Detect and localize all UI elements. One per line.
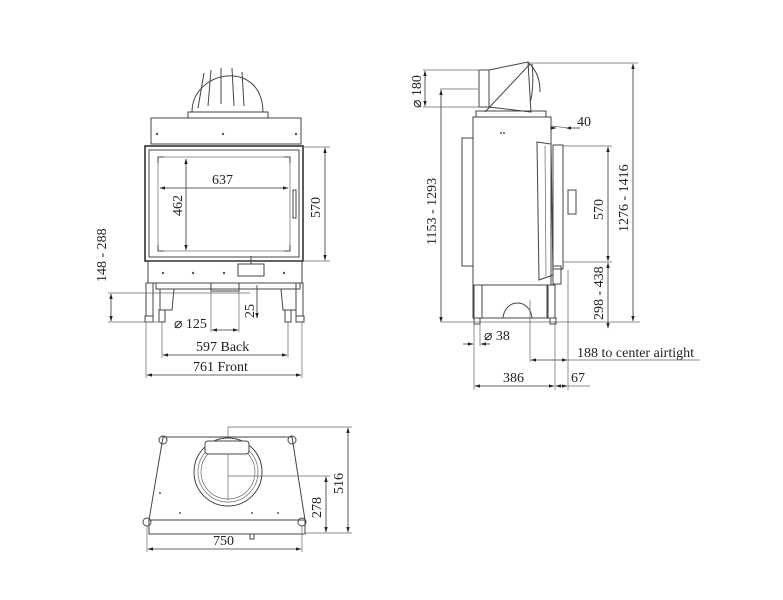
dim-40: 40	[577, 115, 591, 130]
dim-air-38: ⌀ 38	[484, 329, 510, 344]
front-view	[144, 67, 305, 323]
dim-462: 462	[171, 195, 186, 216]
dim-278: 278	[310, 497, 325, 518]
dim-516: 516	[332, 473, 347, 494]
dim-637: 637	[212, 173, 233, 188]
dim-flue-125: ⌀ 125	[174, 317, 207, 332]
top-dimensions: 516 278 750	[146, 426, 352, 552]
dim-148-288: 148 - 288	[95, 228, 110, 282]
top-view	[142, 427, 330, 540]
dim-188-airtight: 188 to center airtight	[577, 346, 694, 361]
dim-25: 25	[243, 304, 258, 318]
dim-750: 750	[213, 534, 234, 549]
dim-1276-1416: 1276 - 1416	[617, 164, 632, 232]
front-dimensions: 637 462 570 148 - 288 ⌀ 125 25 597 Back …	[95, 146, 330, 378]
dim-761-front: 761 Front	[193, 360, 248, 375]
dim-386: 386	[503, 371, 524, 386]
dim-298-438: 298 - 438	[592, 266, 607, 320]
dim-outlet-180: ⌀ 180	[410, 75, 425, 108]
dim-570-front: 570	[309, 197, 324, 218]
side-view	[461, 61, 577, 325]
dim-67: 67	[571, 371, 585, 386]
dim-1153-1293: 1153 - 1293	[425, 178, 440, 245]
dim-597-back: 597 Back	[196, 340, 249, 355]
side-dimensions: ⌀ 180 1153 - 1293 40 570 298 - 438 1276 …	[410, 62, 700, 390]
dim-570-side: 570	[592, 199, 607, 220]
